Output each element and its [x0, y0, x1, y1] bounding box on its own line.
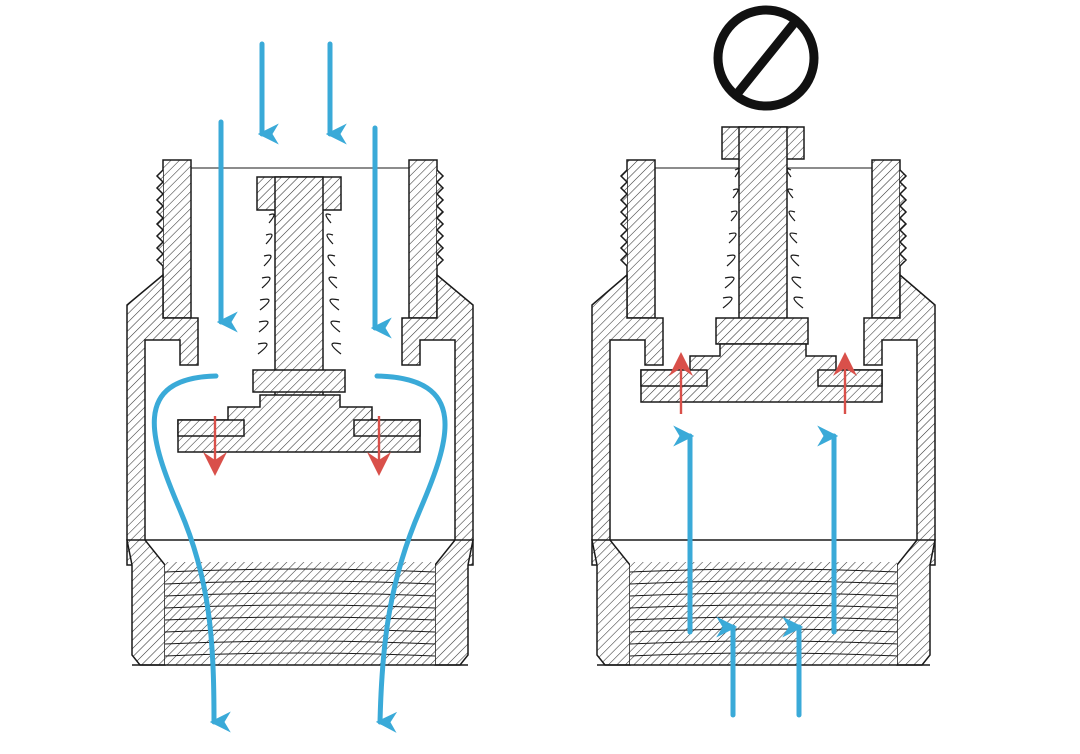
spring: [722, 168, 804, 309]
valve-stem: [715, 126, 809, 383]
force-arrows-up: [669, 352, 857, 414]
flow-arrows-up: [673, 425, 839, 718]
open-valve-panel: [126, 41, 474, 733]
flow-path-left: [151, 373, 231, 733]
valve-stem: [252, 176, 346, 433]
flow-path-right: [374, 373, 448, 733]
flow-arrows-down: [151, 41, 448, 733]
closed-valve-panel: [591, 5, 936, 718]
no-flow-icon: [713, 5, 819, 111]
valve-disc: [177, 394, 421, 453]
spring: [257, 213, 342, 355]
valve-body: [591, 159, 936, 666]
force-arrows-down: [203, 416, 391, 476]
